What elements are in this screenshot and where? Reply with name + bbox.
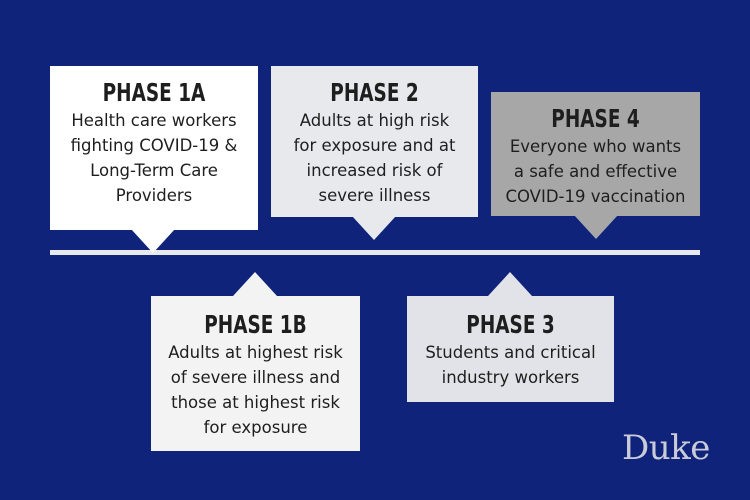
phase-4-line-2: a safe and effective xyxy=(513,162,678,181)
timeline-line xyxy=(50,250,700,255)
phase-3-pointer xyxy=(488,272,532,296)
phase-4-line-1: Everyone who wants xyxy=(509,137,682,156)
phase-2-line-2: for exposure and at xyxy=(293,136,456,155)
phase-4-box: PHASE 4 Everyone who wants a safe and ef… xyxy=(491,92,700,216)
phase-1a-pointer xyxy=(131,229,175,253)
phase-2-title: PHASE 2 xyxy=(330,78,419,107)
duke-logo: Duke xyxy=(622,428,710,468)
phase-1b-line-1: Adults at highest risk xyxy=(168,343,343,362)
phase-1a-line-4: Providers xyxy=(115,186,193,205)
phase-4-title: PHASE 4 xyxy=(551,104,640,133)
phase-2-line-4: severe illness xyxy=(318,186,431,205)
phase-3-title: PHASE 3 xyxy=(466,310,555,339)
phase-2-box: PHASE 2 Adults at high risk for exposure… xyxy=(271,66,478,217)
phase-3-line-2: industry workers xyxy=(441,368,580,387)
phase-1a-line-3: Long-Term Care xyxy=(90,161,218,180)
phase-2-line-3: increased risk of xyxy=(306,161,443,180)
phase-1a-box: PHASE 1A Health care workers fighting CO… xyxy=(50,66,258,230)
phase-3-box: PHASE 3 Students and critical industry w… xyxy=(407,296,614,402)
phase-4-pointer xyxy=(574,215,618,239)
phase-1b-box: PHASE 1B Adults at highest risk of sever… xyxy=(151,296,360,451)
phase-1b-pointer xyxy=(233,272,277,296)
phase-2-pointer xyxy=(352,216,396,240)
phase-2-line-1: Adults at high risk xyxy=(299,111,450,130)
phase-1b-line-4: for exposure xyxy=(203,418,308,437)
phase-1a-title: PHASE 1A xyxy=(102,78,206,107)
phase-4-line-3: COVID-19 vaccination xyxy=(505,187,686,206)
phase-3-line-1: Students and critical xyxy=(425,343,596,362)
phase-1b-line-3: those at highest risk xyxy=(171,393,340,412)
phase-1b-line-2: of severe illness and xyxy=(170,368,341,387)
phase-1a-line-1: Health care workers xyxy=(71,111,237,130)
phase-1a-line-2: fighting COVID-19 & xyxy=(70,136,238,155)
phase-1b-title: PHASE 1B xyxy=(204,310,307,339)
